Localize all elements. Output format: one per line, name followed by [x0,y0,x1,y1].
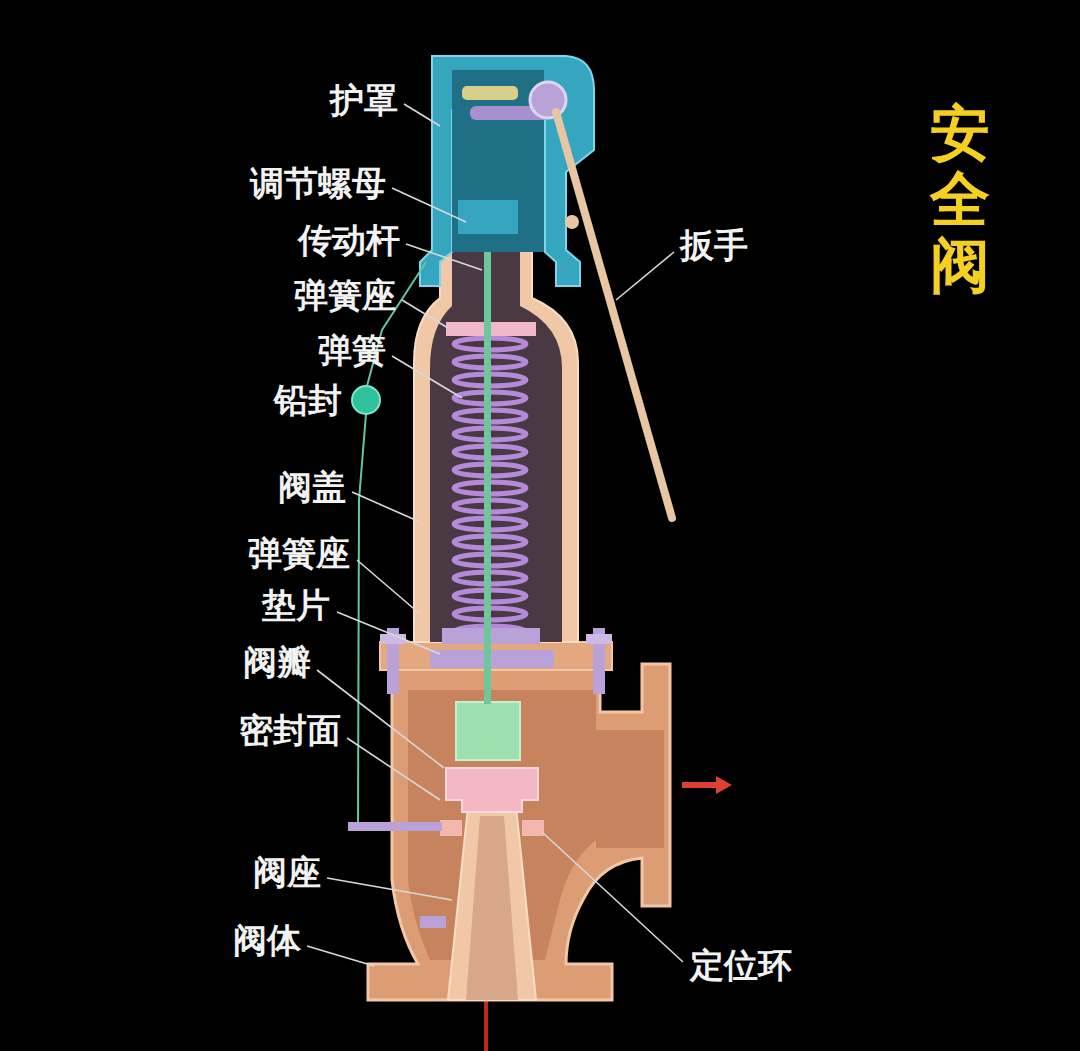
gasket [430,650,554,668]
bonnet [414,228,578,642]
outlet-channel [596,730,664,848]
nut [586,634,612,644]
leader-line [352,492,420,522]
leader-line [307,946,374,966]
bonnet-inside [430,240,562,642]
part-label: 护罩 [330,80,398,120]
nozzle-bore [466,816,518,1000]
leader-line [616,252,674,300]
seal-wire [358,414,366,824]
disc-holder [456,702,520,760]
part-label: 阀盖 [278,467,346,507]
inflow-line [484,995,488,1051]
adjusting-nut [458,200,518,234]
part-label: 垫片 [262,585,330,625]
lever-joint [565,215,579,229]
leader-line [406,244,482,270]
part-label: 定位环 [690,945,792,985]
title: 安全阀 [930,100,990,298]
valve-disc [446,768,538,812]
leader-line [392,188,466,222]
seal-screw [348,822,442,831]
flange [380,642,612,670]
part-label: 密封面 [239,710,341,750]
lead-seal [352,386,380,414]
part-label: 铅封 [274,380,342,420]
part-label: 弹簧座 [294,275,396,315]
part-label: 传动杆 [298,220,400,260]
part-label: 调节螺母 [250,163,386,203]
positioning-ring [522,820,544,836]
part-label: 阀座 [253,852,321,892]
lever [556,112,672,518]
outflow-arrow [682,776,732,794]
leader-line [347,738,440,800]
part-label: 弹簧座 [248,533,350,573]
part-label: 阀体 [233,920,301,960]
leader-line [327,878,452,900]
stem-head [462,86,518,100]
part-label: 弹簧 [318,330,386,370]
leader-line [357,560,420,614]
seat-screw [420,916,446,928]
leader-line [392,356,462,398]
valve-body [368,664,670,1000]
lever-pivot [530,82,566,118]
positioning-ring [440,820,462,836]
leader-line [404,104,440,126]
part-label: 阀瓣 [243,642,311,682]
part-label: 扳手 [680,225,748,265]
leader-line [337,612,440,654]
leader-line [402,300,448,328]
leader-line [542,832,683,962]
cap [420,56,594,286]
